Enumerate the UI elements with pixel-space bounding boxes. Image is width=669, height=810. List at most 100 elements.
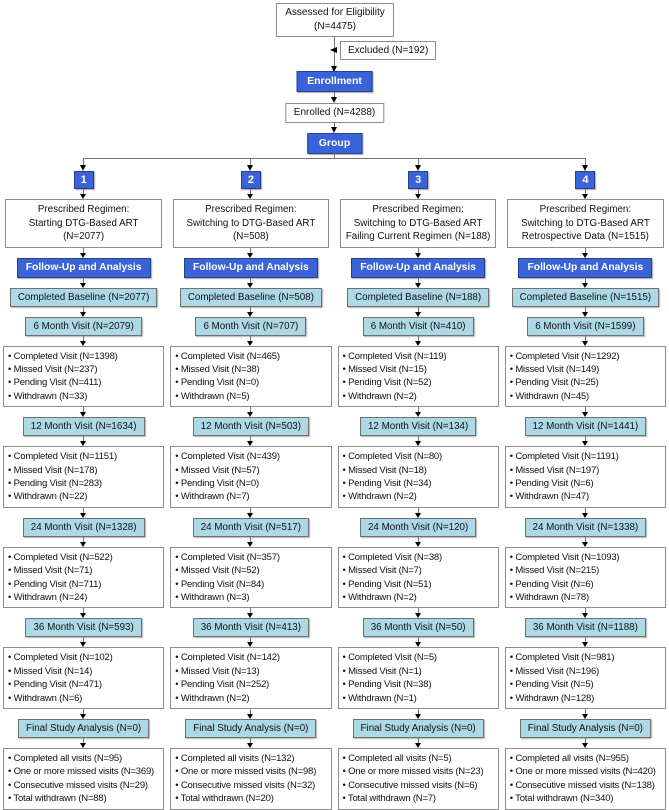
visit-item: Pending Visit (N=0) [175, 376, 329, 389]
visit-item: Completed Visit (N=102) [8, 651, 162, 664]
regimen-line: Failing Current Regimen (N=188) [345, 231, 491, 242]
final-item: Completed all visits (N=5) [343, 752, 497, 765]
down-arrow [581, 436, 589, 447]
assessed-eligibility-box: Assessed for Eligibility (N=4475) [276, 3, 394, 37]
down-arrow [581, 189, 589, 199]
final-item: One or more missed visits (N=23) [343, 765, 497, 778]
down-arrow [247, 608, 254, 619]
visit-item: Missed Visit (N=18) [343, 464, 497, 477]
final-item: Consecutive missed visits (N=32) [175, 779, 329, 792]
visit-header-box: 36 Month Visit (N=50) [362, 618, 474, 638]
visit-item: Withdrawn (N=2) [343, 591, 497, 604]
top-section: Assessed for Eligibility (N=4475) Exclud… [0, 0, 669, 171]
prescribed-regimen-box: Prescribed Regimen:Switching to DTG-Base… [507, 199, 664, 248]
visit-header-box: 12 Month Visit (N=503) [192, 417, 310, 437]
visit-item: Withdrawn (N=128) [510, 692, 664, 705]
down-arrow [247, 335, 254, 346]
completed-baseline-box: Completed Baseline (N=508) [179, 287, 322, 307]
visit-item: Withdrawn (N=1) [343, 692, 497, 705]
group-number-box: 4 [575, 171, 596, 189]
prescribed-regimen-box: Prescribed Regimen:Switching to DTG-Base… [172, 199, 330, 248]
final-item: Completed all visits (N=955) [510, 752, 664, 765]
visit-header-box: 24 Month Visit (N=1328) [22, 517, 145, 537]
prescribed-regimen-box: Prescribed Regimen:Switching to DTG-Base… [339, 199, 497, 248]
group-number-box: 2 [240, 171, 261, 189]
visit-item: Pending Visit (N=252) [175, 678, 329, 691]
down-arrow [414, 608, 422, 619]
visit-header-box: 12 Month Visit (N=1634) [22, 417, 145, 437]
down-arrow [581, 306, 589, 317]
down-arrow [414, 637, 422, 648]
down-arrow [414, 247, 422, 258]
down-arrow [414, 536, 422, 547]
followup-analysis-header-box: Follow-Up and Analysis [183, 257, 318, 278]
down-arrow [80, 436, 87, 447]
down-arrow [414, 335, 422, 346]
visit-item: Withdrawn (N=78) [510, 591, 664, 604]
visit-item: Pending Visit (N=6) [510, 477, 664, 490]
visit-header-box: 36 Month Visit (N=413) [192, 618, 310, 638]
visit-item: Completed Visit (N=465) [175, 350, 329, 363]
visit-header-box: 24 Month Visit (N=1338) [524, 517, 647, 537]
down-arrow [581, 637, 589, 648]
down-arrow [581, 738, 589, 748]
visit-header-box: 6 Month Visit (N=707) [195, 316, 307, 336]
visit-item: Withdrawn (N=3) [175, 591, 329, 604]
down-arrow [80, 247, 87, 258]
down-arrow [80, 335, 87, 346]
prescribed-regimen-box: Prescribed Regimen:Starting DTG-Based AR… [5, 199, 162, 248]
group-column: 3 Prescribed Regimen:Switching to DTG-Ba… [337, 171, 499, 810]
down-arrow [80, 277, 87, 288]
visit-item: Missed Visit (N=196) [510, 665, 664, 678]
final-item: Completed all visits (N=132) [175, 752, 329, 765]
visit-detail-box: Completed Visit (N=439)Missed Visit (N=5… [170, 446, 332, 508]
down-arrow [414, 436, 422, 447]
assessed-count: (N=4475) [314, 21, 356, 32]
regimen-line: Prescribed Regimen: [205, 204, 297, 215]
down-arrow [247, 189, 254, 199]
visit-item: Withdrawn (N=6) [8, 692, 162, 705]
visit-item: Missed Visit (N=215) [510, 564, 664, 577]
down-arrow [80, 637, 87, 648]
visit-item: Completed Visit (N=142) [175, 651, 329, 664]
down-arrow [247, 637, 254, 648]
visit-item: Pending Visit (N=0) [175, 477, 329, 490]
down-arrow [414, 189, 422, 199]
completed-baseline-box: Completed Baseline (N=188) [347, 287, 490, 307]
assessed-line1: Assessed for Eligibility [285, 7, 385, 18]
group-column: 2 Prescribed Regimen:Switching to DTG-Ba… [170, 171, 332, 810]
down-arrow [80, 738, 87, 748]
visit-item: Missed Visit (N=197) [510, 464, 664, 477]
completed-baseline-box: Completed Baseline (N=1515) [511, 287, 660, 307]
down-arrow [331, 123, 338, 133]
visit-item: Completed Visit (N=1151) [8, 450, 162, 463]
down-arrow [414, 507, 422, 518]
visit-item: Missed Visit (N=15) [343, 363, 497, 376]
visit-detail-box: Completed Visit (N=465)Missed Visit (N=3… [170, 345, 332, 408]
down-arrow [80, 158, 87, 171]
enrolled-box: Enrolled (N=4288) [284, 103, 385, 123]
visit-detail-box: Completed Visit (N=357)Missed Visit (N=5… [170, 546, 332, 609]
visit-item: Completed Visit (N=1292) [510, 350, 664, 363]
visit-detail-box: Completed Visit (N=981)Missed Visit (N=1… [504, 647, 666, 709]
down-arrow [247, 277, 254, 288]
down-arrow [581, 608, 589, 619]
visit-item: Pending Visit (N=25) [510, 376, 664, 389]
visit-item: Missed Visit (N=1) [343, 665, 497, 678]
down-arrow [247, 738, 254, 748]
visit-detail-box: Completed Visit (N=1191)Missed Visit (N=… [504, 446, 666, 508]
final-summary-box: Completed all visits (N=955)One or more … [504, 748, 666, 810]
down-arrow [581, 335, 589, 346]
down-arrow [247, 436, 254, 447]
visit-header-box: 36 Month Visit (N=1188) [524, 618, 646, 638]
final-item: One or more missed visits (N=369) [8, 765, 162, 778]
columns-row: 1 Prescribed Regimen:Starting DTG-Based … [0, 171, 669, 810]
visit-item: Withdrawn (N=24) [8, 591, 162, 604]
final-item: Total withdrawn (N=20) [175, 792, 329, 805]
visit-item: Completed Visit (N=1398) [8, 350, 162, 363]
group-number-box: 3 [408, 171, 429, 189]
visit-item: Pending Visit (N=6) [510, 578, 664, 591]
visit-item: Pending Visit (N=52) [343, 376, 497, 389]
down-arrow [581, 536, 589, 547]
final-study-analysis-box: Final Study Analysis (N=0) [519, 719, 651, 738]
